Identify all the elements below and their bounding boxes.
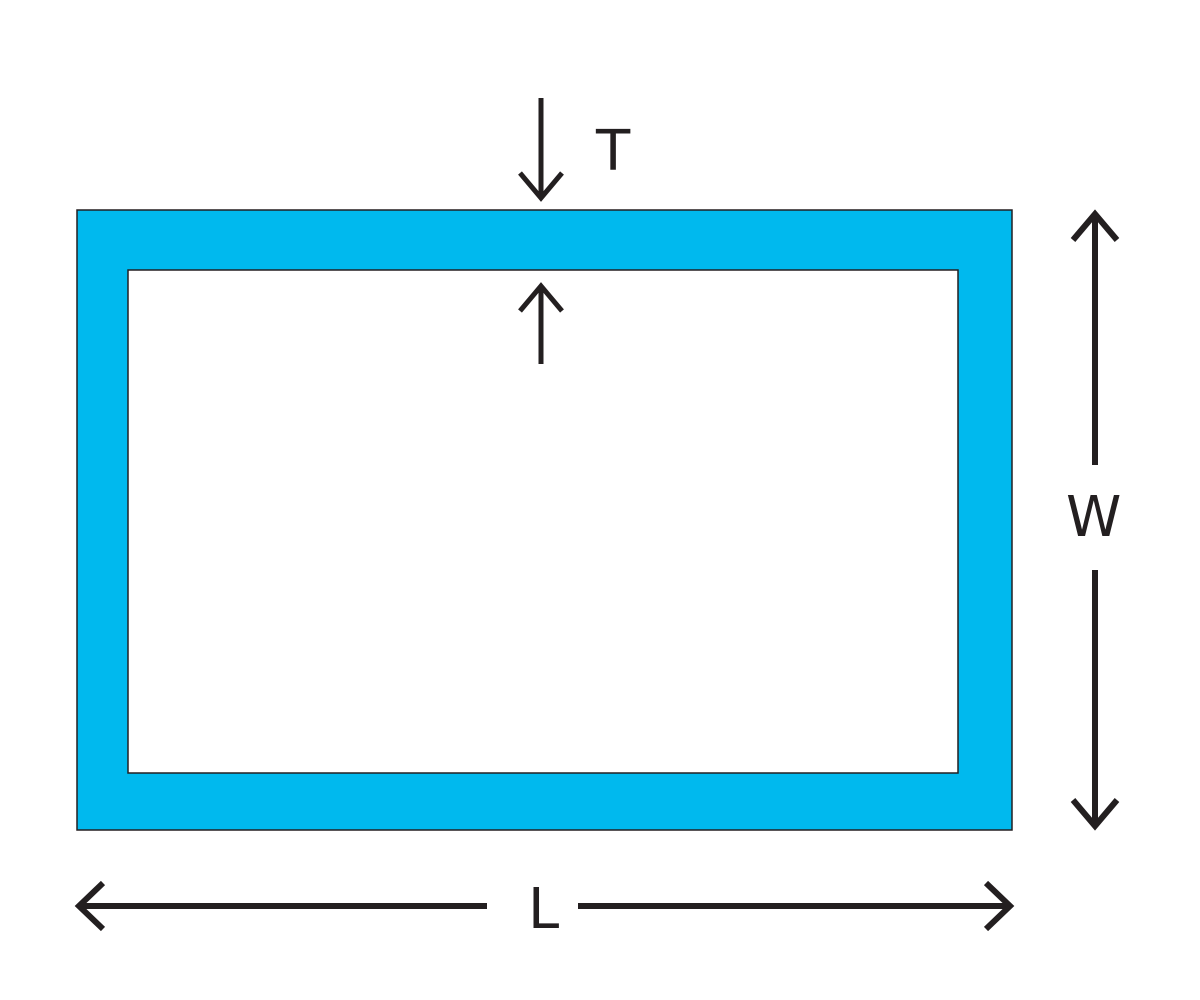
thickness-dimension [518,98,564,364]
width-arrow-down-icon [1070,798,1120,831]
width-arrow-up-icon [1070,209,1120,242]
length-arrow-left-icon [74,880,106,932]
length-arrow-right-icon [983,880,1015,932]
thickness-arrow-down-icon [518,171,564,202]
thickness-arrow-up-icon [518,282,564,313]
thickness-label: T [595,119,631,184]
width-label: W [1066,485,1121,550]
width-dimension [1070,209,1120,831]
length-dimension [74,880,1015,932]
length-label: L [528,877,559,942]
